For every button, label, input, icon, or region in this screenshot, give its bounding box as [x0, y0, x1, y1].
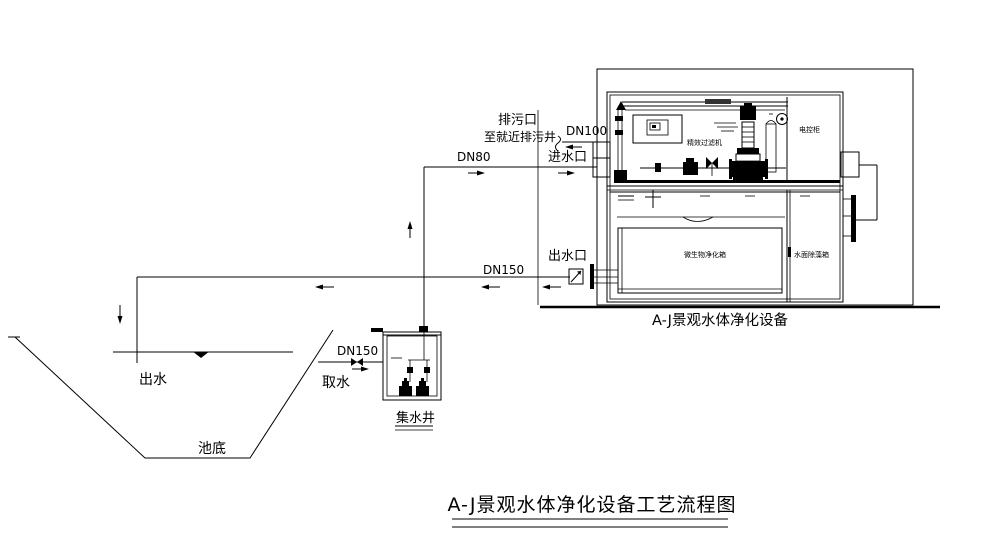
equipment-enclosure [596, 68, 914, 306]
pond-bottom-label: 池底 [198, 441, 226, 457]
return-pipe-size-label: DN150 [483, 263, 524, 277]
inlet-pipe-dn80: DN80 进水口 [424, 141, 611, 178]
check-valve-icon [568, 268, 584, 285]
blower-icon [776, 113, 788, 125]
ground-hatch [371, 328, 383, 332]
flow-arrow-left-icon [565, 144, 582, 150]
pump-manifold [640, 157, 786, 179]
filter-cabinet [632, 114, 683, 144]
pump-valve-icon [424, 367, 430, 373]
drain-pipe-dn100: DN100 排污口 至就近排污井 [484, 113, 607, 152]
flow-arrow-left-icon [315, 284, 334, 290]
riser-pipe [407, 167, 425, 326]
intake-label: 取水 [322, 375, 350, 391]
bio-tank [617, 227, 783, 294]
water-surface-marker [194, 352, 208, 358]
inlet-pipe-size-label: DN80 [457, 150, 491, 164]
tank-top-fittings [610, 190, 840, 208]
left-pipe-column [614, 101, 627, 180]
inlet-port-label: 进水口 [548, 150, 587, 165]
well-label: 集水井 [396, 410, 435, 426]
equipment-caption: A-J景观水体净化设备 [652, 312, 788, 329]
flow-arrow-right-icon [558, 170, 575, 176]
machine-floor [614, 180, 840, 183]
drawing-title-block: A-J景观水体净化设备工艺流程图 [447, 494, 736, 528]
pump-valve-icon [407, 367, 413, 373]
dosing-vessel-icon [765, 113, 777, 173]
equipment-unit: 精效过滤机 [540, 68, 940, 329]
water-level-icon [714, 122, 738, 132]
submersible-pump-icon [399, 378, 412, 396]
side-connection [840, 151, 878, 242]
submersible-pump-icon [416, 378, 429, 396]
pond-outflow-label: 出水 [139, 372, 167, 388]
pond: 出水 池底 [8, 329, 334, 459]
roof-vent [705, 99, 731, 104]
riser-lid-fitting [419, 326, 428, 332]
flow-arrow-right-icon [468, 170, 485, 176]
side-flange [851, 195, 856, 242]
flow-arrow-left-icon [481, 284, 500, 290]
control-cabinet-label: 电控柜 [799, 125, 820, 134]
collection-well: 集水井 [371, 326, 442, 431]
flow-arrow-up-icon [407, 221, 413, 238]
bio-tank-label: 微生物净化箱 [684, 250, 726, 259]
drain-destination-label: 至就近排污井 [484, 130, 556, 144]
algae-tank-label: 水面除藻箱 [794, 250, 829, 259]
pipe-break-icon [555, 135, 561, 152]
intake-pipe: DN150 取水 [318, 344, 383, 391]
drain-port-label: 排污口 [498, 113, 537, 128]
flow-arrow-right-icon [352, 366, 369, 372]
intake-pipe-size-label: DN150 [337, 344, 378, 358]
outlet-port-label: 出水口 [548, 249, 587, 264]
drawing-title: A-J景观水体净化设备工艺流程图 [447, 494, 736, 516]
return-pipe-dn150: DN150 出水口 [117, 249, 618, 363]
drain-pipe-size-label: DN100 [566, 124, 607, 138]
flow-arrow-down-icon [117, 305, 123, 324]
tank-water-curve [682, 216, 714, 222]
intake-valve-icon [351, 358, 363, 366]
outlet-flange [590, 264, 594, 289]
filter-label: 精效过滤机 [687, 138, 722, 147]
flow-arrow-left-icon [542, 284, 561, 290]
